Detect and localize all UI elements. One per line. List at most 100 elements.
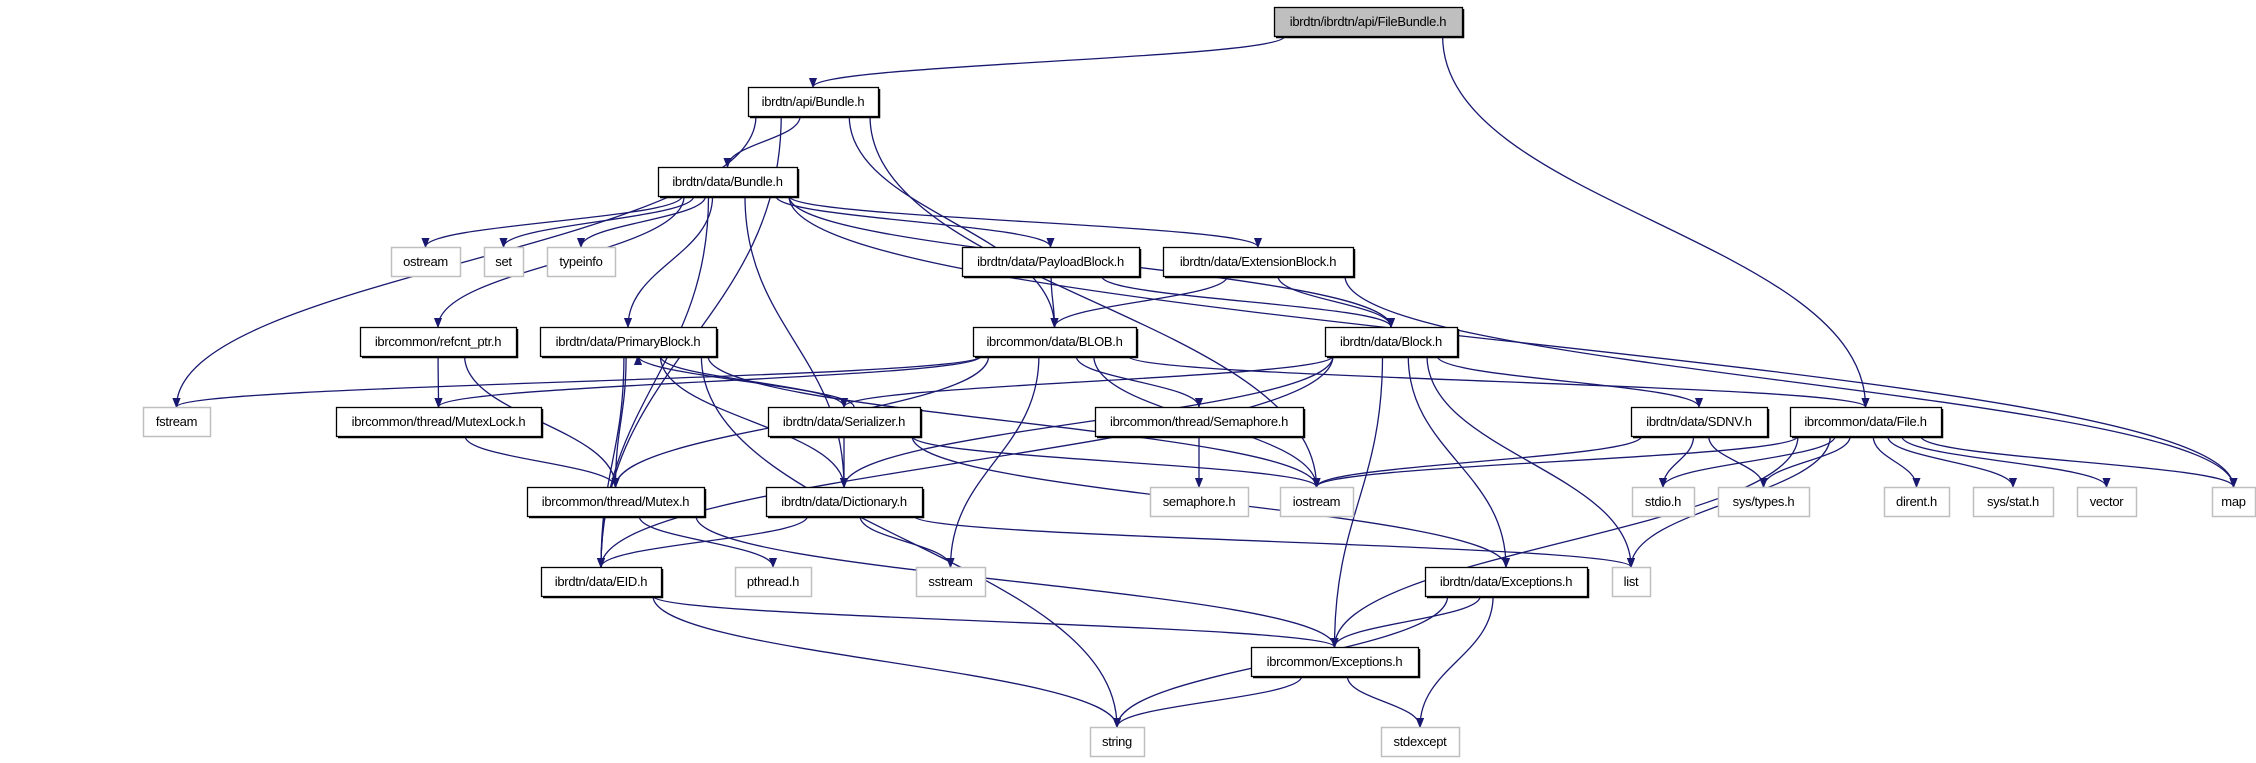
edge-ibrdtn-data-dictionary-h-to-sstream (859, 515, 951, 568)
node-fstream: fstream (142, 406, 212, 438)
edge-ibrdtn-data-bundle-h-to-ostream (426, 195, 683, 248)
edge-ibrdtn-data-payloadblock-h-to-ibrdtn-data-block-h (1100, 275, 1391, 328)
node-box (526, 486, 706, 518)
edge-ibrcommon-exceptions-h-to-stdexcept (1346, 675, 1420, 728)
node-ostream: ostream (390, 246, 462, 278)
node-shadow (362, 329, 519, 359)
node-ibrdtn-api-bundle-h[interactable]: ibrdtn/api/Bundle.h (747, 86, 881, 119)
node-box (1789, 406, 1943, 438)
edge-ibrdtn-data-block-h-to-ibrcommon-exceptions-h (1335, 355, 1384, 647)
node-label: ibrdtn/data/EID.h (555, 574, 648, 589)
edge-ibrdtn-data-primaryblock-h-to-iostream (707, 355, 1317, 488)
node-ibrcommon-thread-mutex-h[interactable]: ibrcommon/thread/Mutex.h (526, 486, 707, 519)
edge-ibrdtn-data-primaryblock-h-to-string (700, 355, 1117, 727)
node-ibrdtn-data-eid-h[interactable]: ibrdtn/data/EID.h (540, 566, 664, 599)
edge-ibrcommon-data-file-h-to-iostream (1317, 435, 1799, 488)
node-set: set (483, 246, 525, 278)
node-box (1972, 486, 2055, 518)
node-ibrdtn-data-sdnv-h[interactable]: ibrdtn/data/SDNV.h (1630, 406, 1770, 439)
node-ibrdtn-data-payloadblock-h[interactable]: ibrdtn/data/PayloadBlock.h (961, 246, 1142, 279)
node-box (359, 326, 518, 358)
node-label: ibrcommon/data/BLOB.h (986, 334, 1122, 349)
edge-ibrdtn-data-sdnv-h-to-iostream (1317, 435, 1643, 488)
node-label: ibrdtn/data/PayloadBlock.h (977, 254, 1124, 269)
edge-ibrcommon-exceptions-h-to-string (1117, 675, 1303, 728)
node-label: ibrdtn/data/SDNV.h (1646, 414, 1751, 429)
node-pthread-h: pthread.h (734, 566, 813, 598)
node-ibrcommon-data-file-h[interactable]: ibrcommon/data/File.h (1789, 406, 1944, 439)
edge-ibrcommon-data-blob-h-to-sstream (951, 355, 1040, 567)
node-box (765, 486, 924, 518)
node-label: sys/types.h (1733, 494, 1795, 509)
edge-ibrdtn-data-exceptions-h-to-ibrcommon-exceptions-h (1335, 595, 1481, 648)
edge-ibrcommon-data-file-h-to-sys-stat-h (1886, 435, 2013, 488)
node-sys-stat-h: sys/stat.h (1972, 486, 2055, 518)
edge-ibrdtn-data-primaryblock-h-to-ibrdtn-data-dictionary-h (659, 355, 844, 487)
node-label: ibrdtn/api/Bundle.h (762, 94, 865, 109)
node-label: stdio.h (1645, 494, 1681, 509)
node-shadow (768, 489, 925, 519)
node-box (1089, 726, 1146, 758)
edge-ibrdtn-data-eid-h-to-string (652, 595, 1117, 727)
node-label: map (2221, 494, 2245, 509)
node-shadow (964, 249, 1142, 279)
node-ibrdtn-data-bundle-h[interactable]: ibrdtn/data/Bundle.h (657, 166, 800, 199)
node-ibrdtn-data-dictionary-h[interactable]: ibrdtn/data/Dictionary.h (765, 486, 925, 519)
edge-ibrdtn-api-bundle-h-to-ibrcommon-data-blob-h (848, 115, 1054, 327)
node-ibrdtn-data-primaryblock-h[interactable]: ibrdtn/data/PrimaryBlock.h (539, 326, 719, 359)
edge-ibrdtn-data-bundle-h-to-ibrdtn-data-primaryblock-h (628, 195, 714, 327)
node-label: sys/stat.h (1987, 494, 2039, 509)
node-box (1279, 486, 1355, 518)
node-shadow (542, 329, 719, 359)
node-ibrdtn-ibrdtn-api-filebundle-h[interactable]: ibrdtn/ibrdtn/api/FileBundle.h (1273, 6, 1465, 39)
edge-ibrdtn-api-bundle-h-to-fstream (177, 115, 757, 407)
edge-ibrcommon-data-file-h-to-vector (1901, 435, 2107, 488)
node-ibrdtn-data-serializer-h[interactable]: ibrdtn/data/Serializer.h (767, 406, 923, 439)
node-box (1883, 486, 1951, 518)
node-box (1094, 406, 1305, 438)
node-ibrdtn-data-block-h[interactable]: ibrdtn/data/Block.h (1324, 326, 1460, 359)
node-ibrcommon-thread-semaphore-h[interactable]: ibrcommon/thread/Semaphore.h (1094, 406, 1306, 439)
node-ibrcommon-refcnt-ptr-h[interactable]: ibrcommon/refcnt_ptr.h (359, 326, 519, 359)
edge-ibrdtn-data-block-h-to-ibrdtn-data-exceptions-h (1407, 355, 1506, 567)
node-label: ostream (403, 254, 448, 269)
node-box (1162, 246, 1355, 278)
node-label: ibrdtn/data/Dictionary.h (781, 494, 907, 509)
node-ibrcommon-thread-mutexlock-h[interactable]: ibrcommon/thread/MutexLock.h (335, 406, 544, 439)
edge-ibrdtn-ibrdtn-api-filebundle-h-to-ibrcommon-data-file-h (1441, 35, 1866, 407)
node-ibrcommon-data-blob-h[interactable]: ibrcommon/data/BLOB.h (972, 326, 1139, 359)
node-shadow (1633, 409, 1770, 439)
edge-ibrdtn-data-primaryblock-h-to-ibrdtn-data-eid-h (601, 355, 625, 567)
node-label: ibrcommon/data/File.h (1804, 414, 1926, 429)
node-box (972, 326, 1138, 358)
node-label: fstream (156, 414, 197, 429)
node-shadow (660, 169, 800, 199)
node-ibrdtn-data-extensionblock-h[interactable]: ibrdtn/data/ExtensionBlock.h (1162, 246, 1356, 279)
node-box (961, 246, 1141, 278)
edge-ibrdtn-data-dictionary-h-to-list (913, 515, 1631, 568)
node-box (1424, 566, 1589, 598)
node-ibrcommon-exceptions-h[interactable]: ibrcommon/Exceptions.h (1250, 646, 1421, 679)
node-label: sstream (928, 574, 972, 589)
edge-ibrdtn-data-block-h-to-ibrdtn-data-dictionary-h (844, 355, 1334, 487)
node-shadow (1165, 249, 1356, 279)
node-box (335, 406, 543, 438)
node-box (483, 246, 525, 278)
node-label: ibrdtn/data/PrimaryBlock.h (556, 334, 701, 349)
edge-ibrdtn-data-bundle-h-to-set (504, 195, 695, 248)
edge-ibrdtn-data-extensionblock-h-to-ibrcommon-data-blob-h (1055, 275, 1229, 328)
node-box (1717, 486, 1811, 518)
node-box (734, 566, 813, 598)
node-shadow (770, 409, 923, 439)
node-shadow (1097, 409, 1306, 439)
node-label: typeinfo (559, 254, 602, 269)
node-label: ibrdtn/data/Serializer.h (783, 414, 905, 429)
node-box (390, 246, 462, 278)
node-shadow (975, 329, 1139, 359)
node-shadow (750, 89, 881, 119)
edge-ibrcommon-data-file-h-to-map (1920, 435, 2234, 488)
node-ibrdtn-data-exceptions-h[interactable]: ibrdtn/data/Exceptions.h (1424, 566, 1590, 599)
node-label: semaphore.h (1163, 494, 1236, 509)
node-box (1250, 646, 1420, 678)
node-box (915, 566, 987, 598)
